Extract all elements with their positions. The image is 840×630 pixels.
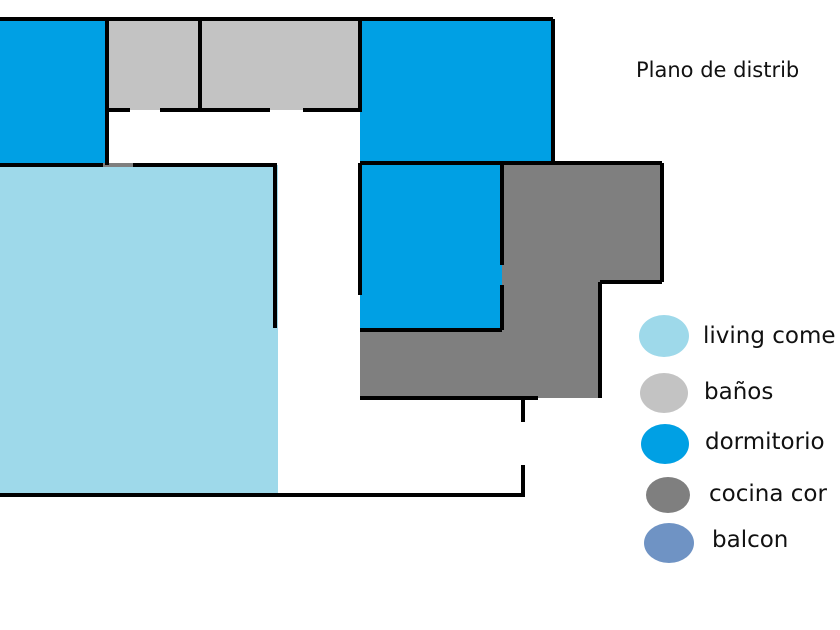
- legend-swatch-dormitorio: [641, 424, 689, 464]
- room-dormitorio-2: [360, 19, 553, 163]
- legend-label-living: living come: [703, 323, 836, 349]
- room-bano-2: [200, 19, 360, 110]
- room-dormitorio-3: [360, 165, 502, 330]
- room-living: [0, 165, 278, 495]
- legend-label-dormitorio: dormitorio: [705, 429, 825, 455]
- room-bano-1: [107, 19, 200, 110]
- legend-swatch-cocina: [646, 477, 690, 513]
- legend-swatch-living: [639, 315, 689, 357]
- room-dormitorio-1: [0, 19, 107, 165]
- legend-label-banos: baños: [704, 379, 774, 405]
- room-cocina: [360, 163, 662, 398]
- legend-label-cocina: cocina cor: [709, 481, 827, 507]
- legend-label-balcon: balcon: [712, 527, 789, 553]
- legend-swatch-balcon: [644, 523, 694, 563]
- walls: [0, 17, 664, 497]
- plan-title: Plano de distrib: [636, 58, 800, 82]
- legend-swatches: [639, 315, 694, 563]
- legend-swatch-banos: [640, 373, 688, 413]
- door-gap: [103, 163, 135, 167]
